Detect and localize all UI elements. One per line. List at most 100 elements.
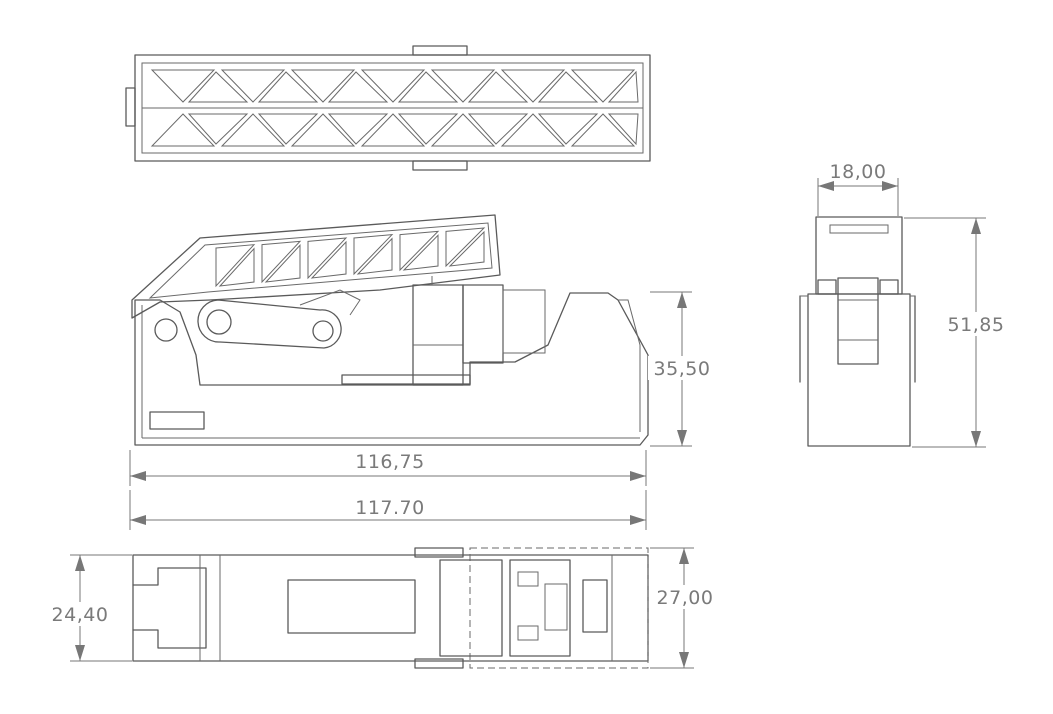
lattice-triangle xyxy=(467,113,529,145)
lever-lattice-triangle xyxy=(307,237,348,280)
side-view-link-arm xyxy=(197,299,342,349)
lattice-triangle xyxy=(467,71,529,103)
lever-lattice-triangle xyxy=(218,247,255,287)
top-view-tab-left xyxy=(125,87,136,127)
dim-2440-arrow-top xyxy=(75,555,85,571)
dim-2700-arrow-bottom xyxy=(679,652,689,668)
bottom-view-contact-1 xyxy=(517,571,539,587)
lever-lattice-triangle xyxy=(445,227,486,268)
lever-lattice-triangle xyxy=(310,240,347,279)
lattice-triangle xyxy=(500,113,566,147)
dim-355-arrow-top xyxy=(677,292,687,308)
lattice-triangle xyxy=(290,113,356,147)
lattice-triangle xyxy=(500,69,566,103)
end-view-top-block xyxy=(815,216,903,295)
bottom-view-outline xyxy=(132,554,649,662)
side-view-body-inner-right xyxy=(618,299,641,432)
side-view-pivot xyxy=(154,318,178,342)
dimensions: 116,75 117.70 35,50 18,00 51,85 xyxy=(44,161,1010,669)
lattice-triangle xyxy=(150,69,216,103)
side-view xyxy=(131,214,649,446)
side-view-lever-lattice xyxy=(215,227,486,288)
lattice-triangle xyxy=(607,113,639,146)
lever-lattice-triangle xyxy=(356,237,393,275)
lattice-triangle xyxy=(290,69,356,103)
lattice-triangle xyxy=(360,69,426,103)
side-view-lever-inner xyxy=(148,222,493,299)
end-view-ear-right xyxy=(879,279,899,295)
bottom-view-label-window xyxy=(287,579,416,634)
dim-end-height-label: 51,85 xyxy=(948,314,1005,336)
lattice-triangle xyxy=(537,71,599,103)
lattice-triangle xyxy=(220,113,286,147)
lattice-triangle xyxy=(570,69,636,103)
lattice-triangle xyxy=(150,113,216,147)
top-view-tab-top xyxy=(412,45,468,56)
bottom-view-jaw-block xyxy=(439,559,503,657)
dim-length-inner-label: 116,75 xyxy=(355,451,424,473)
side-view-label-plate xyxy=(149,411,205,430)
lattice-triangle xyxy=(537,113,599,145)
end-view-body xyxy=(807,293,911,447)
dim-116-text-bg xyxy=(348,452,432,474)
side-view-link-pin-right xyxy=(312,320,334,342)
dim-117-arrow-right xyxy=(630,515,646,525)
side-view-cam xyxy=(299,289,361,316)
dim-116-arrow-right xyxy=(630,471,646,481)
lattice-triangle xyxy=(257,113,319,145)
lattice-triangle xyxy=(397,71,459,103)
dim-end-width-label: 18,00 xyxy=(830,161,887,183)
lattice-triangle xyxy=(257,71,319,103)
dim-5185-text-bg xyxy=(942,312,1010,336)
bottom-view-tab-bottom xyxy=(414,658,464,669)
dim-2700-text-bg xyxy=(650,585,720,609)
bottom-view-terminal xyxy=(582,579,608,633)
lattice-triangle xyxy=(607,70,639,103)
lattice-triangle xyxy=(220,69,286,103)
lever-lattice-triangle xyxy=(399,230,440,272)
side-view-link-pin-left xyxy=(206,309,232,335)
end-view xyxy=(799,216,916,447)
lever-lattice-triangle xyxy=(353,234,394,276)
side-view-jaw-insert xyxy=(502,289,546,354)
dim-2440-text-bg xyxy=(44,602,116,626)
side-view-slide-bar xyxy=(341,374,471,385)
dim-bottom-depth-label: 27,00 xyxy=(657,587,714,609)
lattice-triangle xyxy=(360,113,426,147)
lever-lattice-triangle xyxy=(215,244,256,288)
lever-lattice-triangle xyxy=(261,240,302,284)
lattice-triangle xyxy=(327,71,389,103)
dim-5185-arrow-top xyxy=(971,218,981,234)
lever-lattice-triangle xyxy=(264,244,301,283)
lattice-triangle xyxy=(430,113,496,147)
end-view-slot xyxy=(829,224,889,234)
dim-length-outer-label: 117.70 xyxy=(355,497,424,519)
bottom-view-hidden-outline xyxy=(469,547,649,669)
bottom-view-contact-2 xyxy=(517,625,539,641)
end-view-center-tongue xyxy=(837,277,879,365)
top-view-lattice xyxy=(150,69,639,147)
side-view-lever xyxy=(131,214,501,319)
bottom-view-contact-3 xyxy=(544,583,568,631)
dim-bottom-width-label: 24,40 xyxy=(52,604,109,626)
side-view-body xyxy=(134,292,649,446)
lever-lattice-triangle xyxy=(448,230,485,267)
bottom-view-end-cap xyxy=(132,567,207,649)
dim-355-arrow-bottom xyxy=(677,430,687,446)
top-view-tab-bottom xyxy=(412,160,468,171)
bottom-view xyxy=(132,547,649,669)
lattice-triangle xyxy=(327,113,389,145)
lattice-triangle xyxy=(187,71,249,103)
bottom-view-contact-block xyxy=(509,559,571,657)
dim-355-text-bg xyxy=(648,356,716,380)
bottom-view-tab-top xyxy=(414,547,464,558)
side-view-jaw xyxy=(462,284,504,364)
lattice-triangle xyxy=(187,113,249,145)
lattice-triangle xyxy=(397,113,459,145)
dim-side-height-label: 35,50 xyxy=(654,358,711,380)
lattice-triangle xyxy=(430,69,496,103)
dim-117-arrow-left xyxy=(130,515,146,525)
dim-18-arrow-right xyxy=(882,181,898,191)
dim-2700-arrow-top xyxy=(679,548,689,564)
